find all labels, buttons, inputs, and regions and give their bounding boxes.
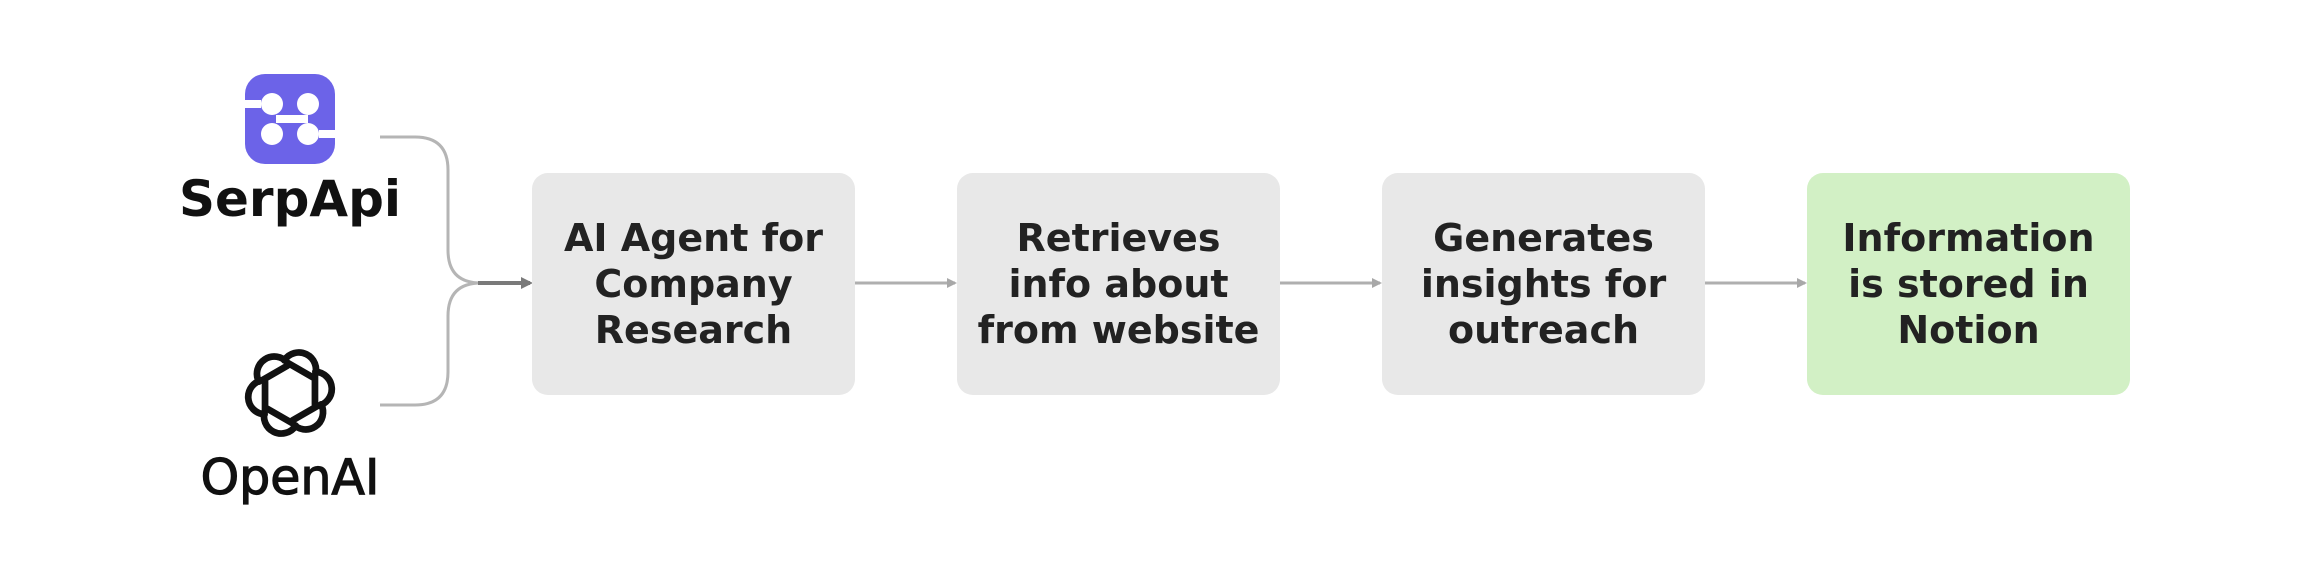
- serpapi-logo: SerpApi: [179, 74, 401, 228]
- serpapi-name: SerpApi: [179, 170, 401, 228]
- openai-logo-icon: [244, 349, 336, 437]
- step-ai-agent: AI Agent for Company Research: [532, 173, 855, 395]
- openai-name: OpenAI: [200, 448, 380, 506]
- serpapi-connector: [380, 135, 490, 285]
- step-label: Information is stored in Notion: [1842, 216, 2095, 352]
- openai-logo: OpenAI: [190, 345, 390, 507]
- step-label: AI Agent for Company Research: [564, 216, 823, 352]
- step-generate-insights: Generates insights for outreach: [1382, 173, 1705, 395]
- step-label: Retrieves info about from website: [977, 216, 1260, 352]
- openai-connector: [380, 281, 490, 407]
- step-label: Generates insights for outreach: [1420, 216, 1667, 352]
- step-retrieve-info: Retrieves info about from website: [957, 173, 1280, 395]
- serpapi-logo-icon: [245, 74, 335, 164]
- step-store-notion: Information is stored in Notion: [1807, 173, 2130, 395]
